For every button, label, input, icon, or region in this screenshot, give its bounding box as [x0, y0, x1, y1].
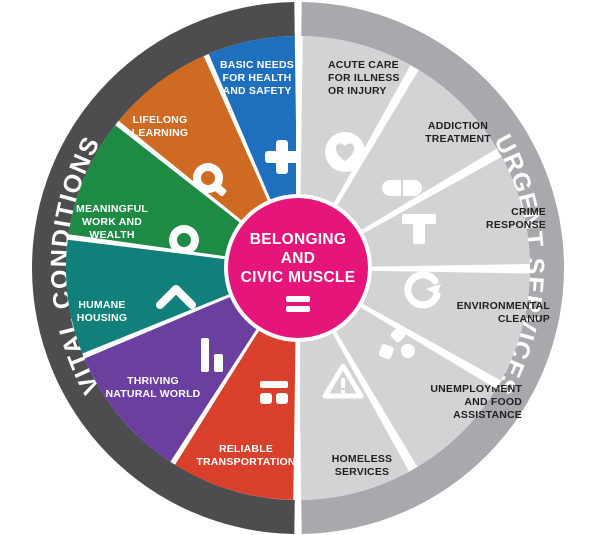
vital-condition-thriving-label-line: THRIVING: [127, 375, 179, 387]
vital-condition-meaningful-wedge: [68, 125, 245, 259]
wedge-divider: [358, 154, 502, 236]
vital-condition-basic-needs-label-line: AND SAFETY: [222, 85, 291, 97]
urgent-service-crime-wedge: [357, 155, 530, 267]
urgent-service-crime-label-line: CRIME: [511, 206, 546, 218]
urgent-service-acute-care-wedge: [298, 36, 411, 209]
urgent-service-unemployment-wedge: [333, 303, 497, 467]
urgent-service-addiction-label-line: TREATMENT: [425, 133, 491, 145]
urgent-service-homeless-wedge: [298, 327, 411, 500]
vital-condition-basic-needs-label-line: FOR HEALTH: [223, 72, 292, 84]
urgent-service-unemployment-label-line: UNEMPLOYMENT: [430, 383, 522, 395]
urgent-service-environmental-wedge: [357, 269, 530, 381]
vital-conditions-ring: [32, 2, 295, 534]
wedge-divider: [170, 325, 262, 464]
urgent-service-unemployment-label-line: ASSISTANCE: [453, 409, 522, 421]
wedge-divider: [68, 234, 229, 260]
wedge-divider: [330, 328, 412, 472]
pill-icon: [382, 180, 422, 196]
vital-condition-reliable-label-line: RELIABLE: [219, 443, 273, 455]
equals-icon: [286, 296, 310, 312]
urgent-service-acute-care-label-line: ACUTE CARE: [328, 59, 399, 71]
vital-condition-humane-label-line: HUMANE: [78, 299, 125, 311]
vital-condition-meaningful-label-line: WORK AND: [82, 216, 142, 228]
heart-icon: [325, 132, 365, 172]
urgent-service-homeless-label-line: SERVICES: [335, 466, 390, 478]
urgent-service-unemployment-label-line: AND FOOD: [464, 396, 522, 408]
vital-condition-lifelong-wedge: [117, 56, 271, 226]
badge-icon: [402, 214, 436, 244]
wedge-divider: [82, 292, 234, 357]
vital-condition-meaningful-label-line: WEALTH: [89, 229, 134, 241]
urgent-service-acute-care-label-line: OR INJURY: [328, 85, 387, 97]
wedge-divider: [332, 68, 419, 209]
recycle-icon: [404, 271, 441, 309]
vital-condition-thriving-label-line: NATURAL WORLD: [106, 388, 201, 400]
vital-condition-basic-needs-label-line: BASIC NEEDS: [220, 59, 294, 71]
center-hub-label-line: AND: [281, 250, 315, 267]
vital-condition-humane-wedge: [65, 239, 235, 355]
roof-icon: [156, 285, 196, 309]
center-hub-label: BELONGING AND CIVIC MUSCLE: [241, 231, 356, 286]
center-hub: BELONGING AND CIVIC MUSCLE: [224, 194, 372, 342]
urgent-service-addiction-wedge: [333, 69, 497, 233]
urgent-service-environmental-label-line: CLEANUP: [498, 313, 550, 325]
urgent-service-crime-label-line: RESPONSE: [486, 219, 546, 231]
vital-condition-basic-needs-wedge: [207, 36, 298, 206]
vital-condition-lifelong-label-line: LEARNING: [132, 127, 188, 139]
urgent-service-homeless-label-line: HOMELESS: [332, 453, 393, 465]
vital-condition-meaningful-label-line: MEANINGFUL: [76, 203, 148, 215]
tent-icon: [322, 363, 364, 399]
vital-condition-lifelong-label-line: LIFELONG: [133, 114, 188, 126]
center-hub-label-line: BELONGING: [250, 231, 347, 248]
vital-condition-thriving-wedge: [84, 294, 261, 463]
urgent-services-ring: [301, 2, 564, 534]
wedge-divider: [367, 267, 530, 274]
bus-icon: [260, 381, 288, 404]
center-hub-circle: [228, 198, 368, 338]
vital-condition-humane-label-line: HOUSING: [77, 312, 127, 324]
urgent-service-environmental-label-line: ENVIRONMENTAL: [457, 300, 551, 312]
center-hub-label-line: CIVIC MUSCLE: [241, 269, 356, 286]
wedge-divider: [357, 302, 498, 389]
urgent-service-addiction-label-line: ADDICTION: [428, 120, 488, 132]
wedge-divider: [116, 120, 245, 226]
urgent-service-acute-care-label-line: FOR ILLNESS: [328, 72, 400, 84]
plus-icon: [265, 140, 299, 174]
vital-condition-reliable-label-line: TRANSPORTATION: [196, 456, 295, 468]
bars-icon: [201, 338, 223, 372]
vital-condition-reliable-wedge: [175, 325, 298, 500]
wedge-divider: [205, 53, 273, 205]
magnifier-icon: [193, 163, 227, 197]
